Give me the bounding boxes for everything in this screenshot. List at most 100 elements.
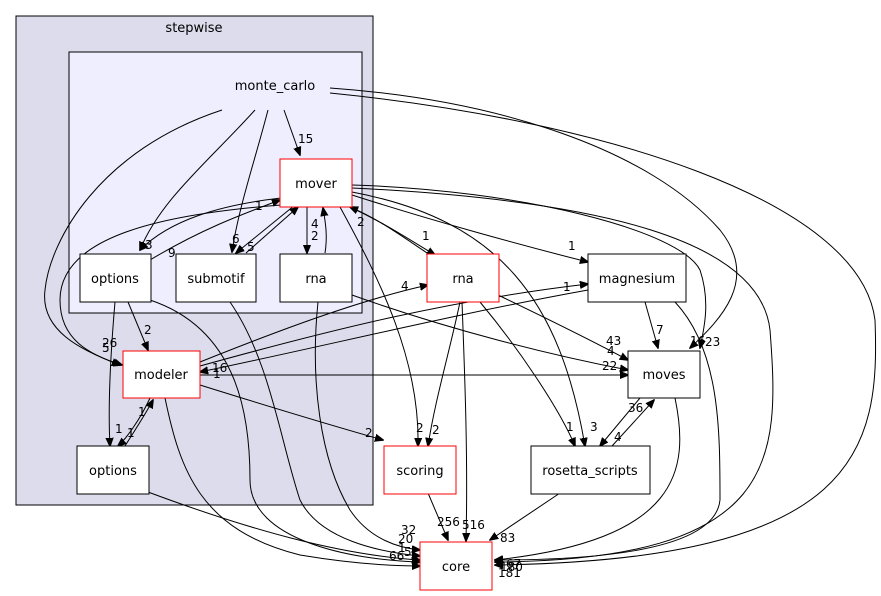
edge-label: 22 bbox=[602, 359, 617, 373]
node-scoring[interactable]: scoring bbox=[383, 445, 457, 495]
edge-labels: 15 1 3 9 5 6 4 2 2 1 1 2 26 5 16 1 4 1 2… bbox=[102, 132, 720, 580]
node-submotif-label: submotif bbox=[187, 272, 245, 287]
edge-options-modeler bbox=[127, 301, 148, 350]
edge-label: 1 bbox=[568, 239, 576, 253]
node-rna-label: rna bbox=[452, 272, 473, 287]
node-moves-label: moves bbox=[642, 368, 685, 383]
edge-mover-rs bbox=[351, 191, 585, 446]
edge-label: 1 bbox=[115, 422, 123, 436]
edge-mover-options bbox=[140, 197, 282, 250]
edge-mover-scoring bbox=[339, 206, 418, 446]
edge-label: 6 bbox=[232, 232, 240, 246]
edge-mover-core bbox=[351, 187, 774, 562]
edge-label: 2 bbox=[144, 323, 152, 337]
edge-options-core bbox=[149, 299, 420, 562]
edge-label: 2 bbox=[416, 421, 424, 435]
edge-label: 256 bbox=[437, 515, 460, 529]
node-options-mc[interactable]: options bbox=[79, 253, 152, 303]
cluster-monte-carlo-label: monte_carlo bbox=[235, 79, 316, 94]
edge-label: 67 bbox=[506, 557, 521, 571]
cluster-stepwise-label: stepwise bbox=[165, 21, 222, 36]
node-rosetta-scripts[interactable]: rosetta_scripts bbox=[530, 445, 651, 495]
edge-label: 43 bbox=[606, 334, 621, 348]
node-mover[interactable]: mover bbox=[279, 158, 353, 208]
edge-label: 1 bbox=[213, 367, 221, 381]
edge-mc-modeler bbox=[44, 109, 223, 365]
edge-mover-modeler bbox=[59, 204, 282, 365]
edge-label: 15 bbox=[298, 132, 313, 146]
node-core[interactable]: core bbox=[419, 541, 493, 591]
edge-label: 516 bbox=[462, 518, 485, 532]
node-scoring-label: scoring bbox=[396, 464, 443, 479]
node-rna-mc-label: rna bbox=[305, 272, 326, 287]
node-options-sw[interactable]: options bbox=[76, 445, 150, 495]
node-options-mc-label: options bbox=[91, 272, 139, 287]
edge-label: 20 bbox=[398, 532, 413, 546]
edge-rna-rs bbox=[479, 301, 575, 446]
edge-mover-submotif bbox=[236, 204, 296, 253]
edge-rna-mc-mover bbox=[323, 208, 326, 254]
edge-label: 32 bbox=[401, 523, 416, 537]
edge-label: 4 bbox=[607, 344, 615, 358]
node-moves[interactable]: moves bbox=[627, 350, 701, 399]
edge-label: 1 bbox=[127, 426, 135, 440]
edge-modeler-core bbox=[164, 397, 420, 566]
edge-rna-mc-moves bbox=[351, 294, 628, 370]
edge-label: 181 bbox=[498, 566, 521, 580]
edge-modeler-magnesium bbox=[199, 284, 588, 367]
edge-label: 1 bbox=[422, 229, 430, 243]
edge-label: 7 bbox=[656, 323, 664, 337]
edge-options-sw-modeler bbox=[124, 400, 153, 447]
edge-submotif-core bbox=[229, 301, 420, 556]
edge-rna-core bbox=[461, 301, 467, 541]
node-mover-label: mover bbox=[295, 177, 337, 192]
edge-mc-core bbox=[329, 92, 877, 565]
edge-mc-moves bbox=[329, 87, 738, 348]
edge-rna-mover bbox=[350, 207, 431, 256]
edge-rna-scoring bbox=[428, 301, 461, 446]
edge-label: 9 bbox=[168, 246, 176, 260]
edge-label: 3 bbox=[590, 420, 598, 434]
edge-label: 5 bbox=[404, 545, 412, 559]
edge-mc-mover bbox=[283, 109, 300, 155]
edge-label: 1 bbox=[398, 541, 406, 555]
node-submotif[interactable]: submotif bbox=[175, 253, 257, 303]
edge-label: 1 bbox=[255, 199, 263, 213]
edge-label: 1 bbox=[138, 405, 146, 419]
edge-label: 3 bbox=[145, 238, 153, 252]
edge-submotif-mover bbox=[245, 207, 298, 254]
edge-label: 83 bbox=[500, 531, 515, 545]
edge-mover-moves bbox=[351, 184, 707, 348]
edge-label: 4 bbox=[401, 279, 409, 293]
edge-rs-moves bbox=[611, 400, 654, 447]
edge-mc-submotif bbox=[232, 109, 269, 252]
edge-mover-magnesium bbox=[351, 194, 588, 262]
edge-label: 1 bbox=[566, 420, 574, 434]
edge-label: 5 bbox=[247, 240, 255, 254]
node-magnesium-label: magnesium bbox=[599, 272, 675, 287]
edge-moves-rs bbox=[600, 397, 641, 446]
node-magnesium[interactable]: magnesium bbox=[587, 253, 687, 303]
edge-mc-options bbox=[140, 109, 256, 250]
node-core-label: core bbox=[442, 560, 470, 575]
edge-label: 4 bbox=[311, 217, 319, 231]
edge-label: 5 bbox=[102, 341, 110, 355]
edge-magnesium-moves bbox=[644, 301, 658, 348]
edge-modeler-scoring bbox=[199, 384, 383, 440]
edge-label: 36 bbox=[628, 401, 643, 415]
edge-label: 2 bbox=[365, 426, 373, 440]
edge-label: 16 bbox=[690, 334, 705, 348]
node-rna[interactable]: rna bbox=[426, 253, 500, 303]
edge-scoring-core bbox=[427, 492, 448, 540]
edges bbox=[44, 87, 877, 566]
edge-modeler-rna bbox=[199, 285, 428, 363]
edge-rs-core bbox=[490, 492, 561, 540]
edge-label: 23 bbox=[705, 335, 720, 349]
edge-label: 1 bbox=[563, 280, 571, 294]
edge-label: 2 bbox=[311, 229, 319, 243]
node-modeler[interactable]: modeler bbox=[122, 350, 201, 399]
node-rna-mc[interactable]: rna bbox=[279, 253, 353, 303]
edge-label: 26 bbox=[102, 336, 117, 350]
edge-label: 2 bbox=[357, 215, 365, 229]
node-options-sw-label: options bbox=[89, 464, 137, 479]
